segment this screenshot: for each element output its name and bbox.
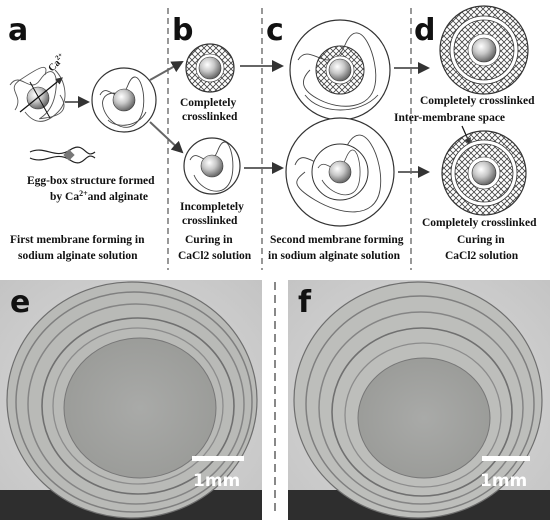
d-top-label: Completely crosslinked — [420, 95, 535, 107]
panel-letter-b: b — [172, 13, 193, 48]
b-top-label-2: crosslinked — [182, 111, 238, 123]
d-bottom-label: Completely crosslinked — [422, 217, 537, 229]
step-d-line2: CaCl2 solution — [445, 250, 519, 262]
bead-second-membrane-top — [289, 19, 391, 121]
bead-incompletely-crosslinked — [183, 137, 241, 195]
step-a-line1: First membrane forming in — [10, 234, 145, 246]
scale-bar-e: 1mm — [193, 471, 240, 491]
b-bottom-label-2: crosslinked — [182, 215, 238, 227]
egg-box-icon — [29, 146, 96, 164]
bead-completely-crosslinked — [185, 43, 235, 93]
alginate-bead-with-ions — [9, 66, 66, 122]
arrow-a-to-b-top — [149, 61, 184, 81]
step-b-line2: CaCl2 solution — [178, 250, 252, 262]
d-inter-label: Inter-membrane space — [394, 112, 505, 124]
egg-box-caption-2: by Ca2+and alginate — [50, 189, 148, 203]
panel-letter-d: d — [414, 13, 435, 48]
bead-second-membrane-bottom — [285, 117, 395, 227]
step-c-line2: in sodium alginate solution — [268, 250, 401, 262]
egg-box-caption-1: Egg-box structure formed — [27, 175, 155, 187]
step-d-line1: Curing in — [457, 234, 505, 246]
bead-double-membrane-top — [439, 5, 529, 95]
step-a-line2: sodium alginate solution — [18, 250, 138, 262]
ion-label: Ca2+ — [45, 51, 68, 74]
arrow-a-to-b-bottom — [149, 121, 184, 154]
panel-letter-c: c — [266, 13, 284, 48]
panel-letter-f: f — [298, 285, 312, 320]
panel-letter-e: e — [10, 285, 30, 320]
step-b-line1: Curing in — [185, 234, 233, 246]
bead-double-membrane-bottom — [441, 130, 527, 216]
b-bottom-label-1: Incompletely — [180, 201, 244, 213]
panel-letter-a: a — [8, 13, 28, 48]
step-c-line1: Second membrane forming — [270, 234, 404, 246]
photo-f — [288, 280, 550, 520]
single-membrane-bead — [91, 67, 157, 133]
scale-bar-f: 1mm — [480, 471, 527, 491]
b-top-label-1: Completely — [180, 97, 236, 109]
photo-e — [0, 280, 262, 520]
